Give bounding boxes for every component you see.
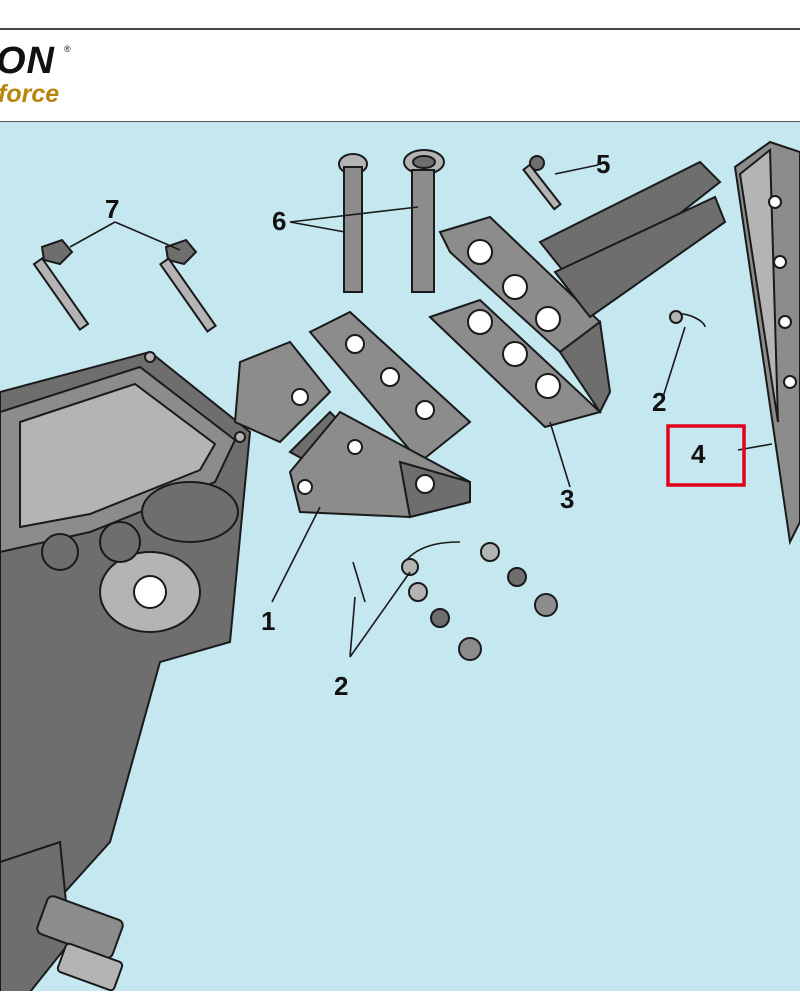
bolt-part-5 (522, 155, 562, 211)
pin-part-6 (338, 149, 445, 293)
callout-3: 3 (560, 484, 574, 514)
top-rule (0, 28, 800, 30)
blade-part-4 (733, 140, 800, 546)
brand-logo: ON (0, 40, 55, 82)
gearbox-part (0, 350, 252, 992)
callout-2-upper: 2 (652, 387, 666, 417)
clip-part-2 (352, 310, 706, 661)
highlight-box[interactable] (666, 424, 746, 487)
bottom-margin (0, 991, 800, 1000)
registered-mark: ® (64, 44, 71, 54)
callout-6: 6 (272, 206, 286, 236)
exploded-diagram: 7 6 5 2 4 3 1 2 (0, 121, 800, 992)
brand-tagline: force (0, 80, 60, 108)
bracket-part-3 (428, 160, 727, 429)
bracket-part-1 (233, 310, 472, 519)
callout-1: 1 (261, 606, 275, 636)
diagram-canvas: 7 6 5 2 4 3 1 2 (0, 140, 800, 992)
callout-5: 5 (596, 149, 610, 179)
callout-7: 7 (105, 194, 119, 224)
callout-4: 4 (691, 439, 706, 469)
callout-2-lower: 2 (334, 671, 348, 701)
header (0, 30, 800, 122)
bolt-part-7 (32, 238, 218, 333)
